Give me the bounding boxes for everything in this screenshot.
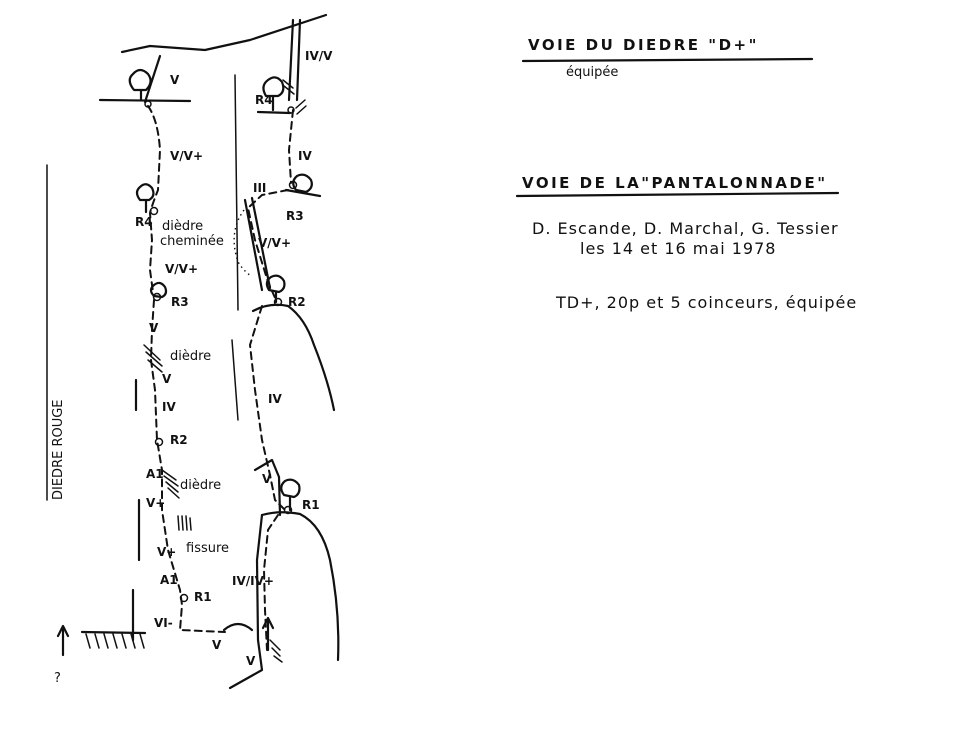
r3-ledge	[284, 188, 322, 198]
tree-icon	[262, 76, 285, 112]
upper-crack	[287, 18, 302, 102]
route2-date: les 14 et 16 mai 1978	[580, 239, 776, 258]
tree-icon	[292, 173, 313, 194]
boulder	[222, 622, 254, 632]
grade-label: V+	[157, 545, 176, 559]
grade-label: III	[253, 181, 266, 195]
tree-icon	[265, 274, 286, 304]
rock-outlines: ? DIEDRE ROUGE	[46, 13, 328, 686]
left-route: V V/V+ V/V+ V V IV A1 V+ V+ A1 VI- V R4 …	[128, 54, 229, 652]
tree-icon	[128, 68, 152, 102]
right-route-lower	[262, 514, 279, 651]
grade-label: V	[262, 472, 272, 486]
r1-buttress	[260, 511, 340, 662]
feature-label: dièdre	[180, 478, 221, 493]
diedre-rouge-label: DIEDRE ROUGE	[51, 399, 66, 500]
grade-label: V	[170, 73, 180, 87]
grade-label: V+	[146, 496, 165, 510]
variant-path	[233, 209, 253, 277]
grade-label: IV/IV+	[232, 574, 274, 588]
grade-label: V	[149, 321, 159, 335]
route2-summary: TD+, 20p et 5 coinceurs, équipée	[555, 293, 857, 312]
fissure-hatch	[177, 515, 192, 531]
grade-label: V/V+	[258, 236, 291, 250]
right-relay-r4	[287, 106, 295, 114]
relay-label: R1	[194, 590, 212, 604]
top-crack	[143, 54, 162, 104]
relay-label: R3	[286, 209, 304, 223]
grade-label: V	[162, 372, 172, 386]
ground-hatching	[85, 633, 145, 649]
relay-label: R4	[255, 93, 273, 107]
question-mark: ?	[54, 671, 61, 686]
grade-label: V	[246, 654, 256, 668]
feature-label: cheminée	[160, 234, 224, 249]
ground-ledge	[80, 630, 147, 635]
route1-underline	[521, 57, 814, 63]
grade-label: A1	[160, 573, 178, 587]
relay-label: R2	[170, 433, 188, 447]
right-route-chimney	[246, 189, 289, 301]
left-route-upper	[147, 105, 162, 293]
left-relay-r2	[154, 437, 164, 447]
start-arrow	[261, 616, 275, 630]
feature-label: fissure	[186, 541, 229, 556]
grade-label: V	[212, 638, 222, 652]
right-relay-r2	[273, 297, 283, 307]
relay-label: R4	[135, 215, 153, 229]
right-rock	[222, 18, 340, 690]
summit-ridge	[120, 13, 328, 54]
start-hatch	[269, 639, 283, 663]
diedre-hatch-1	[143, 344, 163, 373]
crack-hatch	[282, 79, 307, 115]
lower-wall	[228, 513, 264, 690]
right-dihedral-line	[231, 74, 239, 421]
tree-icon	[135, 183, 155, 214]
left-top-anchor	[144, 100, 152, 108]
grade-label: V/V+	[170, 149, 203, 163]
route1-title: VOIE DU DIEDRE "D+"	[528, 36, 759, 54]
grade-label: V/V+	[165, 262, 198, 276]
feature-label: dièdre	[162, 219, 203, 234]
route2-authors: D. Escande, D. Marchal, G. Tessier	[532, 219, 839, 238]
left-wall-edge	[131, 378, 141, 642]
overhang	[253, 458, 282, 517]
relay-label: R3	[171, 295, 189, 309]
left-relay-r1	[179, 593, 189, 603]
right-relay-r1	[283, 505, 293, 515]
grade-label: IV	[162, 400, 176, 414]
tree-icon	[280, 478, 301, 512]
diedre-hatch-2	[161, 469, 180, 499]
r4-ledge	[256, 110, 292, 115]
grade-label: IV/V	[305, 49, 333, 63]
grade-label: A1	[146, 467, 164, 481]
route1-note: équipée	[566, 65, 618, 80]
right-route-middle	[248, 305, 286, 511]
right-route-upper	[287, 109, 294, 184]
chimney-left	[243, 198, 264, 292]
route2-underline	[515, 191, 840, 198]
relay-label: R2	[288, 295, 306, 309]
route-info-text: VOIE DU DIEDRE "D+" équipée VOIE DE LA"P…	[515, 36, 857, 312]
grade-label: IV	[268, 392, 282, 406]
right-route: IV/V IV III V/V+ IV V IV/IV+ V R4 R3 R2 …	[232, 49, 333, 668]
left-relay-r4	[149, 206, 159, 216]
feature-label: dièdre	[170, 349, 211, 364]
r2-buttress	[251, 303, 336, 412]
tree-icon	[149, 281, 168, 299]
left-route-lower	[149, 299, 226, 633]
grade-label: IV	[298, 149, 312, 163]
route2-title: VOIE DE LA"PANTALONNADE"	[522, 174, 828, 192]
grade-label: VI-	[154, 616, 173, 630]
chimney-right	[250, 196, 272, 290]
relay-label: R1	[302, 498, 320, 512]
